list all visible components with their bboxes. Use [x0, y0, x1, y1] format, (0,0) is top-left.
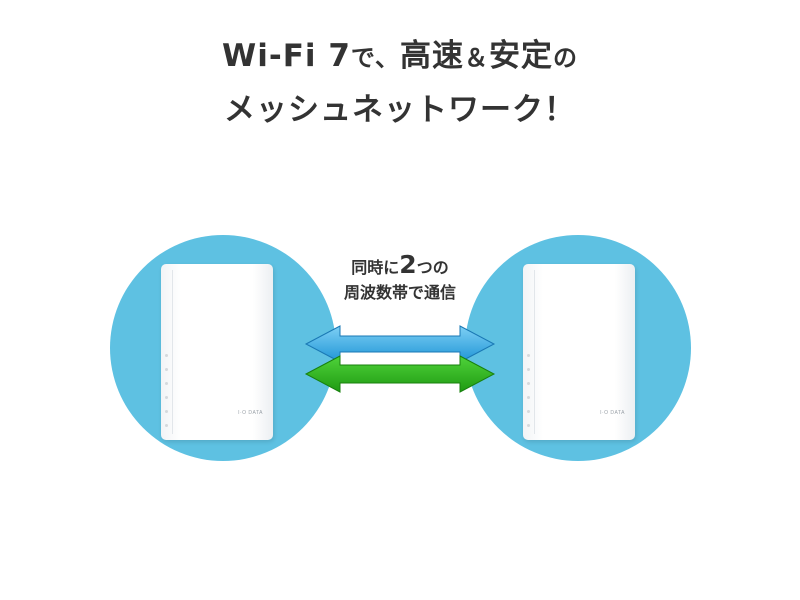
- communication-line-2: 周波数帯で通信: [343, 283, 456, 302]
- headline-line-2: メッシュネットワーク！: [224, 92, 576, 128]
- headline-wifi7: Wi-Fi 7: [222, 38, 351, 74]
- left-router: I·O DATA: [161, 264, 273, 440]
- double-arrows: [304, 325, 496, 393]
- headline-ampersand: ＆: [463, 44, 489, 72]
- comm-two: 2: [399, 250, 417, 279]
- headline-no: の: [552, 44, 578, 72]
- router-edge-line: [534, 270, 535, 434]
- right-router: I·O DATA: [523, 264, 635, 440]
- comm-tsuno: つの: [416, 258, 449, 277]
- router-logo: I·O DATA: [600, 410, 625, 416]
- communication-label: 同時に2つの 周波数帯で通信: [300, 252, 500, 305]
- comm-simultaneous: 同時に: [351, 258, 400, 277]
- green-double-arrow-icon: [304, 355, 496, 393]
- router-edge-line: [172, 270, 173, 434]
- headline-stable: 安定: [488, 38, 553, 74]
- router-led-dots: [527, 354, 531, 438]
- blue-double-arrow-icon: [304, 325, 496, 363]
- headline: Wi-Fi 7で、高速＆安定の メッシュネットワーク！: [0, 30, 800, 136]
- headline-de: で、: [350, 44, 400, 72]
- communication-line-1: 同時に2つの: [300, 252, 500, 280]
- router-logo: I·O DATA: [238, 410, 263, 416]
- headline-fast: 高速: [399, 38, 464, 74]
- headline-line-1: Wi-Fi 7で、高速＆安定の: [0, 30, 800, 84]
- router-led-dots: [165, 354, 169, 438]
